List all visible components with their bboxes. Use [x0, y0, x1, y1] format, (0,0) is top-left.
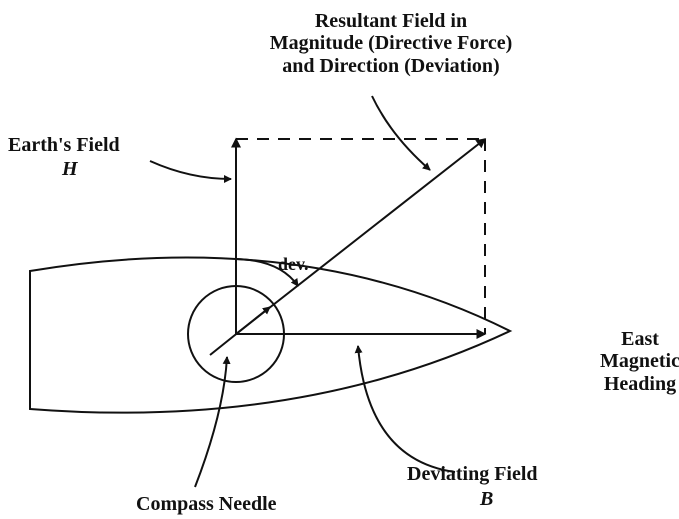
east-line-1: East — [621, 328, 659, 350]
ship-hull-outline — [29, 256, 513, 414]
east-magnetic-heading-label: East Magnetic Heading — [600, 328, 679, 395]
compass-needle-label: Compass Needle — [136, 493, 277, 515]
deviating-field-label: Deviating Field — [407, 463, 538, 485]
resultant-field-vector — [235, 138, 487, 335]
title-line-3: and Direction (Deviation) — [282, 54, 500, 77]
east-line-2: Magnetic — [600, 350, 679, 373]
deviation-angle-label: dev. — [278, 254, 309, 274]
resultant-field-title: Resultant Field in Magnitude (Directive … — [270, 10, 513, 77]
resultant-callout-arrow — [371, 95, 431, 171]
earth-field-label: Earth's Field — [8, 134, 120, 156]
title-line-1: Resultant Field in — [314, 10, 468, 32]
deviation-angle-arc — [235, 258, 299, 287]
compass-needle-line — [209, 306, 271, 356]
east-line-3: Heading — [603, 372, 677, 395]
earth-field-callout-arrow — [149, 160, 232, 183]
title-line-2: Magnitude (Directive Force) — [269, 32, 513, 55]
deviating-field-callout-arrow — [354, 345, 456, 473]
compass-needle-callout-arrow — [194, 356, 231, 488]
earth-field-symbol: H — [62, 158, 78, 180]
deviating-field-symbol: B — [480, 488, 494, 510]
